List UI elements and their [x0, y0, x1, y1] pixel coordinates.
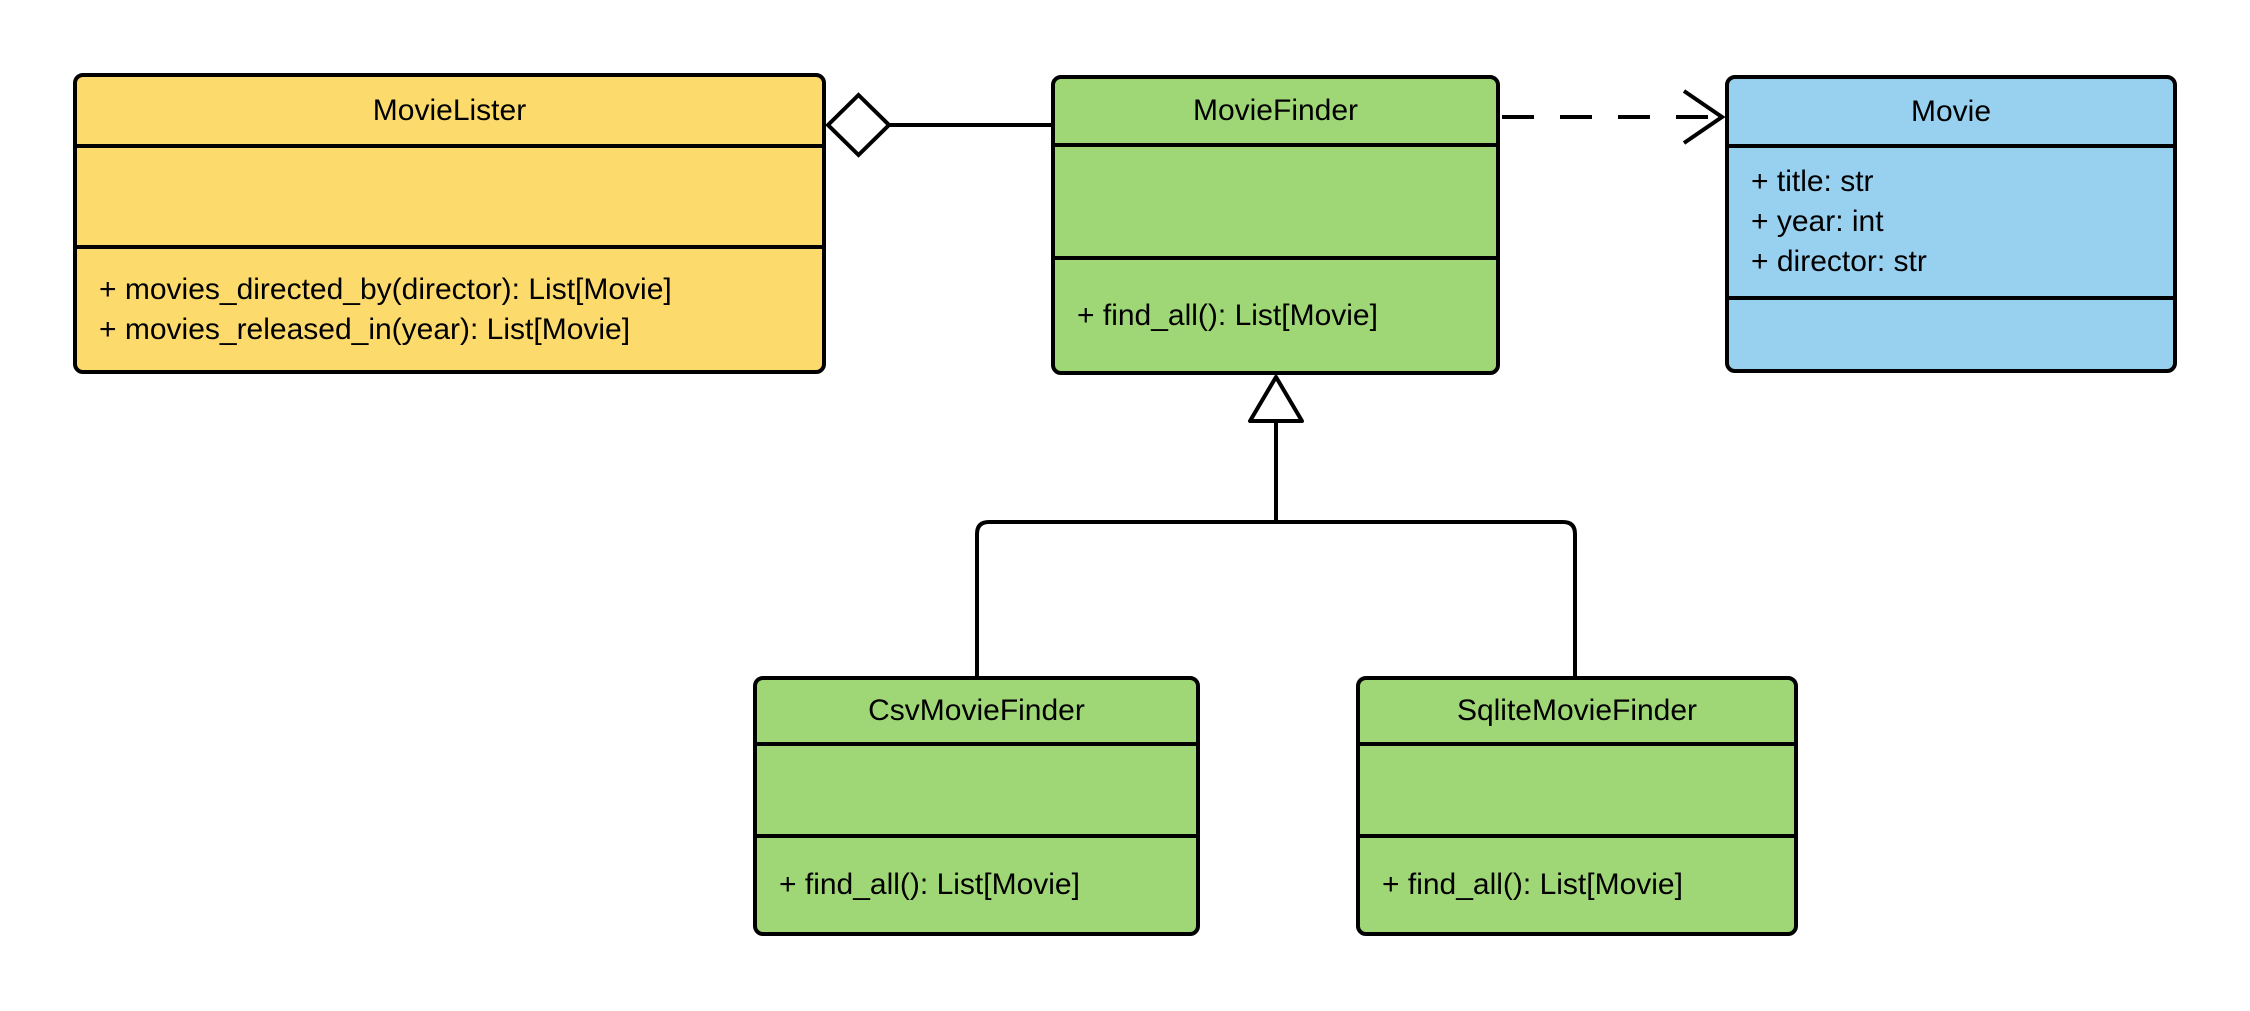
method-find-all-sqlitemoviefinder: + find_all(): List[Movie]	[1382, 868, 1683, 901]
methods-section-movie	[1729, 300, 2173, 369]
method-movies-released-in: + movies_released_in(year): List[Movie]	[99, 312, 631, 346]
class-movielister[interactable]: MovieLister + movies_directed_by(directo…	[73, 73, 826, 374]
attributes-section-csvmoviefinder	[757, 746, 1196, 838]
method-movies-directed-by: + movies_directed_by(director): List[Mov…	[99, 272, 672, 306]
class-movie[interactable]: Movie + title: str + year: int + directo…	[1725, 75, 2177, 373]
attribute-director: + director: str	[1751, 245, 1927, 278]
generalization-connector	[975, 375, 1577, 676]
methods-section-sqlitemoviefinder: + find_all(): List[Movie]	[1360, 838, 1794, 932]
class-title-moviefinder: MovieFinder	[1055, 79, 1496, 147]
class-moviefinder[interactable]: MovieFinder + find_all(): List[Movie]	[1051, 75, 1500, 375]
attribute-title: + title: str	[1751, 165, 1874, 198]
aggregation-movielister-moviefinder	[825, 92, 1055, 158]
method-find-all-csvmoviefinder: + find_all(): List[Movie]	[779, 868, 1080, 901]
generalization-triangle-icon	[1248, 375, 1304, 423]
methods-section-csvmoviefinder: + find_all(): List[Movie]	[757, 838, 1196, 932]
class-csvmoviefinder[interactable]: CsvMovieFinder + find_all(): List[Movie]	[753, 676, 1200, 936]
attributes-section-moviefinder	[1055, 147, 1496, 260]
attributes-section-movielister	[77, 148, 822, 249]
class-title-sqlitemoviefinder: SqliteMovieFinder	[1360, 680, 1794, 746]
class-title-csvmoviefinder: CsvMovieFinder	[757, 680, 1196, 746]
dependency-moviefinder-movie	[1502, 89, 1726, 145]
methods-section-movielister: + movies_directed_by(director): List[Mov…	[77, 249, 822, 370]
class-title-movie: Movie	[1729, 79, 2173, 148]
methods-section-moviefinder: + find_all(): List[Movie]	[1055, 260, 1496, 371]
method-find-all-moviefinder: + find_all(): List[Movie]	[1077, 298, 1378, 332]
attributes-section-movie: + title: str + year: int + director: str	[1729, 148, 2173, 300]
class-title-movielister: MovieLister	[77, 77, 822, 148]
aggregation-diamond-icon	[825, 92, 892, 158]
attribute-year: + year: int	[1751, 205, 1884, 238]
class-sqlitemoviefinder[interactable]: SqliteMovieFinder + find_all(): List[Mov…	[1356, 676, 1798, 936]
generalization-branch-line	[975, 520, 1577, 676]
open-arrowhead-icon	[1682, 89, 1726, 145]
attributes-section-sqlitemoviefinder	[1360, 746, 1794, 838]
